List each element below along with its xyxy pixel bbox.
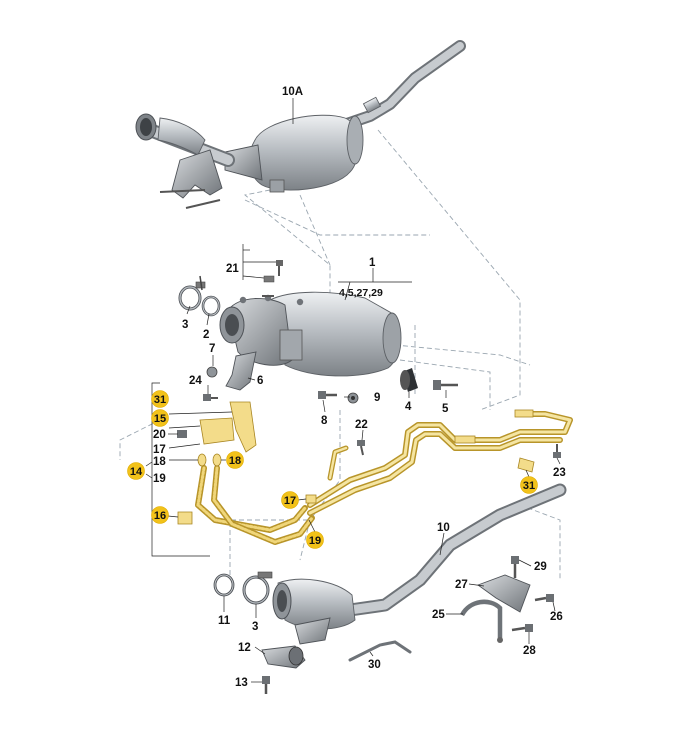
svg-text:18: 18 bbox=[229, 455, 241, 467]
bracket-6 bbox=[203, 351, 257, 401]
group-connector bbox=[145, 461, 153, 467]
label-27: 27 bbox=[455, 579, 468, 591]
badge-18: 18 bbox=[226, 451, 244, 469]
label-1-sub: 4,5,27,29 bbox=[339, 287, 383, 299]
svg-text:19: 19 bbox=[309, 535, 321, 547]
label-25: 25 bbox=[432, 609, 445, 621]
label-4: 4 bbox=[405, 401, 412, 413]
label-29: 29 bbox=[534, 561, 547, 573]
label-10: 10 bbox=[437, 522, 450, 534]
svg-text:16: 16 bbox=[154, 510, 166, 522]
screw-23 bbox=[553, 444, 561, 458]
label-26: 26 bbox=[550, 611, 563, 623]
seal-ring-11 bbox=[213, 573, 235, 597]
label-10a: 10A bbox=[282, 86, 303, 98]
bolts-29-26-28 bbox=[511, 556, 554, 632]
fasteners-8-9-4-5 bbox=[318, 368, 458, 404]
hoses-19 bbox=[195, 465, 315, 545]
label-23: 23 bbox=[553, 467, 566, 479]
svg-text:15: 15 bbox=[154, 413, 166, 425]
label-7: 7 bbox=[209, 343, 215, 355]
mount-12 bbox=[261, 645, 306, 694]
svg-text:31: 31 bbox=[523, 480, 535, 492]
badge-31-upper: 31 bbox=[151, 390, 169, 408]
label-30: 30 bbox=[368, 659, 381, 671]
svg-text:14: 14 bbox=[130, 466, 143, 478]
clamp-3-upper bbox=[178, 275, 206, 311]
label-28: 28 bbox=[523, 645, 536, 657]
label-8: 8 bbox=[321, 415, 328, 427]
label-18-plain: 18 bbox=[153, 456, 166, 468]
badge-31-lower: 31 bbox=[520, 476, 538, 494]
particulate-filter-1 bbox=[219, 291, 402, 377]
label-1: 1 bbox=[369, 257, 376, 269]
badge-16: 16 bbox=[151, 506, 169, 524]
label-21: 21 bbox=[226, 263, 239, 275]
badge-17: 17 bbox=[281, 491, 299, 509]
group-bracket bbox=[151, 382, 210, 557]
badge-19: 19 bbox=[306, 531, 324, 549]
label-19-plain: 19 bbox=[153, 473, 166, 485]
group-connector-lower bbox=[145, 473, 153, 479]
label-20: 20 bbox=[153, 429, 166, 441]
label-12: 12 bbox=[238, 642, 251, 654]
sensor-bracket-15 bbox=[177, 401, 317, 525]
label-11: 11 bbox=[218, 615, 231, 627]
rod-30 bbox=[348, 640, 412, 662]
svg-text:31: 31 bbox=[154, 394, 166, 406]
label-24: 24 bbox=[189, 375, 202, 387]
front-exhaust-pipe-10a bbox=[135, 40, 466, 209]
label-3-lower: 3 bbox=[252, 621, 258, 633]
svg-text:17: 17 bbox=[284, 495, 296, 507]
label-6: 6 bbox=[257, 375, 263, 387]
label-5: 5 bbox=[442, 403, 449, 415]
label-3-upper: 3 bbox=[182, 319, 188, 331]
pressure-lines bbox=[307, 409, 573, 516]
highlighted-labels: 31 15 14 18 16 17 19 31 bbox=[127, 390, 538, 549]
bolt-22 bbox=[357, 440, 365, 456]
label-2: 2 bbox=[203, 329, 209, 341]
label-22: 22 bbox=[355, 419, 368, 431]
bolts-21 bbox=[262, 260, 283, 297]
label-9: 9 bbox=[374, 392, 380, 404]
label-13: 13 bbox=[235, 677, 248, 689]
part-labels: 10A 1 4,5,27,29 21 3 2 7 24 6 9 8 4 5 22… bbox=[153, 86, 566, 689]
bracket-27 bbox=[477, 574, 531, 613]
clamp-3-lower bbox=[242, 571, 273, 605]
leader-lines bbox=[167, 98, 561, 683]
badge-15: 15 bbox=[151, 409, 169, 427]
strap-25 bbox=[460, 599, 503, 643]
label-17-plain: 17 bbox=[153, 444, 166, 456]
badge-14: 14 bbox=[127, 462, 145, 480]
rear-exhaust-pipe-10 bbox=[272, 483, 567, 645]
seal-ring-2 bbox=[201, 295, 221, 317]
